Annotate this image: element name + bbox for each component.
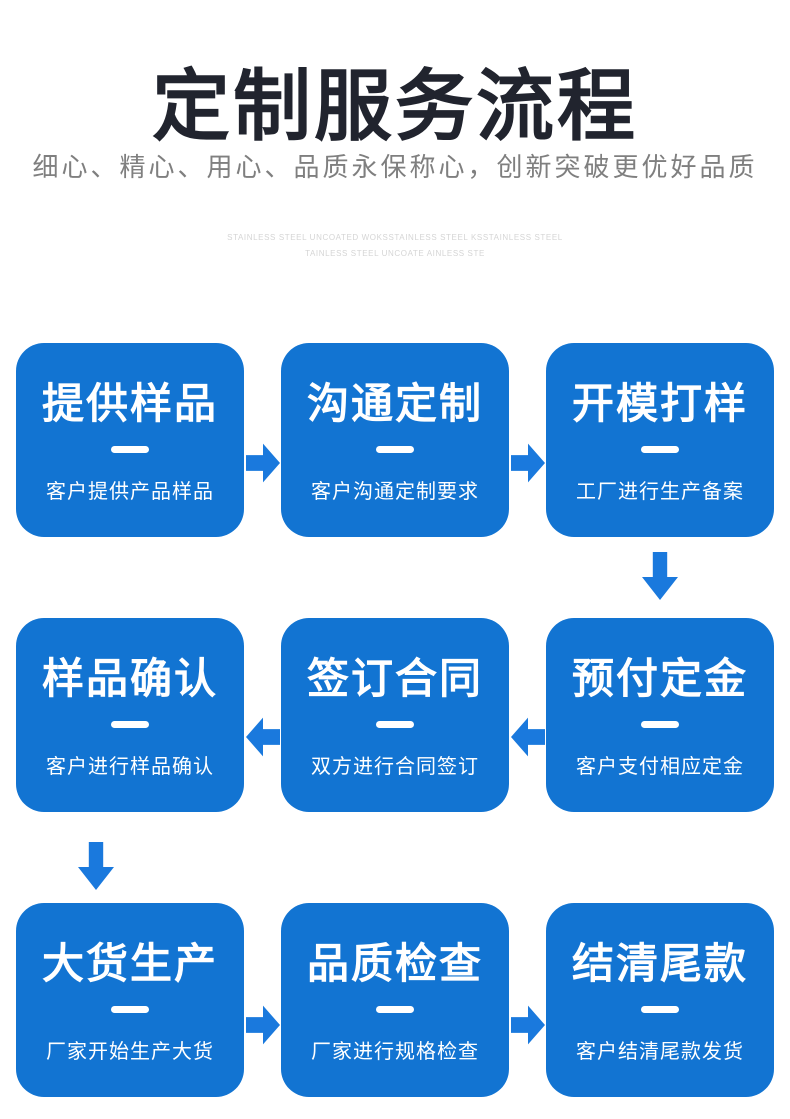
step-title: 提供样品 — [41, 380, 218, 427]
step-description: 客户支付相应定金 — [576, 756, 744, 778]
divider — [111, 1006, 149, 1013]
flow-arrow-left-icon — [246, 717, 280, 757]
step-description: 客户沟通定制要求 — [311, 481, 479, 503]
step-card-4-sample-confirmation: 样品确认 客户进行样品确认 — [16, 618, 244, 812]
step-description: 工厂进行生产备案 — [576, 481, 744, 503]
step-card-8-quality-inspection: 品质检查 厂家进行规格检查 — [281, 903, 509, 1097]
step-card-6-advance-deposit: 预付定金 客户支付相应定金 — [546, 618, 774, 812]
watermark-text: STAINLESS STEEL UNCOATED WOKSSTAINLESS S… — [0, 230, 790, 262]
step-title: 沟通定制 — [306, 380, 483, 427]
flow-arrow-right-icon — [246, 443, 280, 483]
divider — [376, 446, 414, 453]
divider — [111, 721, 149, 728]
step-description: 厂家进行规格检查 — [311, 1041, 479, 1063]
flow-arrow-down-icon — [78, 842, 114, 890]
step-card-2-communicate-customization: 沟通定制 客户沟通定制要求 — [281, 343, 509, 537]
divider — [376, 1006, 414, 1013]
divider — [641, 721, 679, 728]
divider — [376, 721, 414, 728]
step-description: 双方进行合同签订 — [311, 756, 479, 778]
divider — [641, 1006, 679, 1013]
step-description: 客户进行样品确认 — [46, 756, 214, 778]
watermark-line-1: STAINLESS STEEL UNCOATED WOKSSTAINLESS S… — [227, 233, 563, 242]
flow-arrow-right-icon — [511, 443, 545, 483]
page-title: 定制服务流程 — [151, 62, 638, 150]
step-card-7-bulk-production: 大货生产 厂家开始生产大货 — [16, 903, 244, 1097]
step-description: 客户提供产品样品 — [46, 481, 214, 503]
step-title: 品质检查 — [306, 940, 483, 987]
step-title: 样品确认 — [41, 655, 218, 702]
step-card-9-settle-balance: 结清尾款 客户结清尾款发货 — [546, 903, 774, 1097]
divider — [111, 446, 149, 453]
page-subtitle: 细心、精心、用心、品质永保称心，创新突破更优好品质 — [32, 152, 758, 182]
step-title: 结清尾款 — [571, 940, 748, 987]
step-title: 预付定金 — [571, 655, 748, 702]
step-title: 开模打样 — [571, 380, 748, 427]
step-card-1-provide-sample: 提供样品 客户提供产品样品 — [16, 343, 244, 537]
step-card-3-mold-sampling: 开模打样 工厂进行生产备案 — [546, 343, 774, 537]
step-description: 客户结清尾款发货 — [576, 1041, 744, 1063]
step-description: 厂家开始生产大货 — [46, 1041, 214, 1063]
watermark-line-2: TAINLESS STEEL UNCOATE AINLESS STE — [305, 249, 485, 258]
step-title: 签订合同 — [306, 655, 483, 702]
flow-arrow-left-icon — [511, 717, 545, 757]
flow-arrow-down-icon — [642, 552, 678, 600]
flow-arrow-right-icon — [511, 1005, 545, 1045]
step-title: 大货生产 — [41, 940, 218, 987]
divider — [641, 446, 679, 453]
flow-arrow-right-icon — [246, 1005, 280, 1045]
step-card-5-sign-contract: 签订合同 双方进行合同签订 — [281, 618, 509, 812]
